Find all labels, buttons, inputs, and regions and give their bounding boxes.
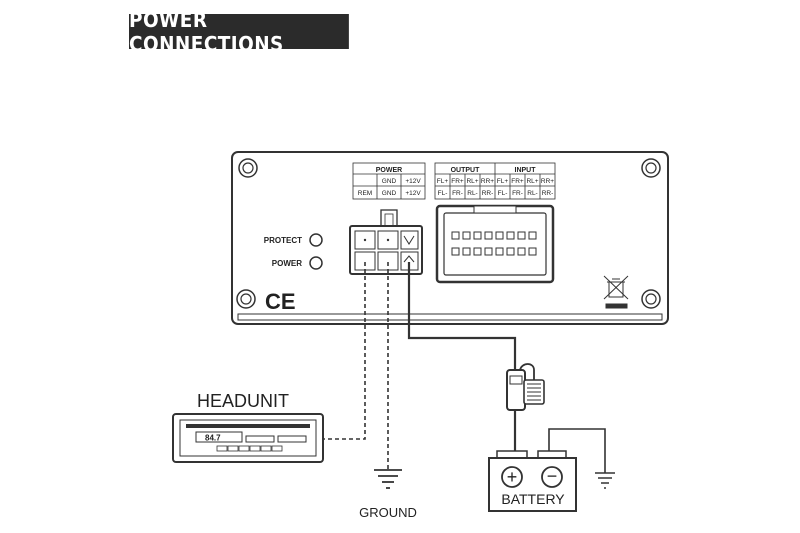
remote-wire (321, 262, 366, 440)
io-pin: RL+ (466, 178, 478, 185)
wires (321, 262, 606, 473)
io-pin: RR- (482, 190, 494, 197)
power-led (309, 256, 323, 270)
ce-mark: CE (265, 289, 296, 314)
battery-negative-sign: − (547, 466, 558, 486)
io-pin: RL- (527, 190, 537, 197)
power-pin: GND (382, 190, 397, 197)
battery-positive-terminal (501, 466, 523, 488)
power-pin: REM (358, 190, 372, 197)
io-pin: FR+ (451, 178, 464, 185)
io-pin-table: OUTPUT INPUT FL+ FR+ RL+ RR+ FL+ FR+ RL+… (434, 162, 556, 200)
io-pin: FL- (498, 190, 508, 197)
protect-label: PROTECT (264, 236, 302, 245)
signal-connector (435, 204, 555, 284)
headunit-label: HEADUNIT (197, 391, 289, 411)
battery-ground-symbol-icon (595, 472, 615, 489)
ground-label: GROUND (359, 505, 417, 520)
battery-label: BATTERY (501, 491, 565, 507)
power-pin: +12V (405, 190, 421, 197)
input-header: INPUT (515, 167, 537, 174)
power-pin: GND (382, 178, 397, 185)
io-pin: FR- (512, 190, 523, 197)
io-pin: FR- (452, 190, 463, 197)
protect-led (309, 233, 323, 247)
battery-positive-sign: + (507, 467, 518, 487)
ground-symbol-icon (374, 469, 402, 489)
screw-top-left (238, 158, 258, 178)
io-pin: RL+ (526, 178, 538, 185)
io-pin: FR+ (511, 178, 524, 185)
io-pin: RL- (467, 190, 477, 197)
fuse-holder (506, 363, 545, 411)
screw-bottom-left (236, 289, 256, 309)
power-led-label: POWER (272, 259, 302, 268)
output-header: OUTPUT (451, 167, 481, 174)
headunit-display: 84.7 (205, 434, 221, 443)
battery-negative-terminal (541, 466, 563, 488)
io-pin: FL+ (497, 178, 509, 185)
power-pin-table: POWER GND +12V REM GND +12V (352, 162, 426, 200)
power-pin: +12V (405, 178, 421, 185)
screw-top-right (641, 158, 661, 178)
battery: + − BATTERY (488, 450, 577, 512)
io-pin: RR- (542, 190, 554, 197)
amplifier: CE PROTECT POWER POWER GND +12V REM GND … (231, 151, 669, 325)
io-pin: RR+ (481, 178, 494, 185)
io-pin: FL+ (437, 178, 449, 185)
io-pin: FL- (438, 190, 448, 197)
power-wire (407, 262, 517, 370)
battery-ground-wire (548, 428, 606, 473)
power-connector (349, 209, 423, 275)
headunit: HEADUNIT 84.7 (172, 391, 324, 463)
power-header: POWER (376, 167, 402, 174)
weee-bin-icon (603, 275, 629, 309)
screw-bottom-right (641, 289, 661, 309)
io-pin: RR+ (541, 178, 554, 185)
